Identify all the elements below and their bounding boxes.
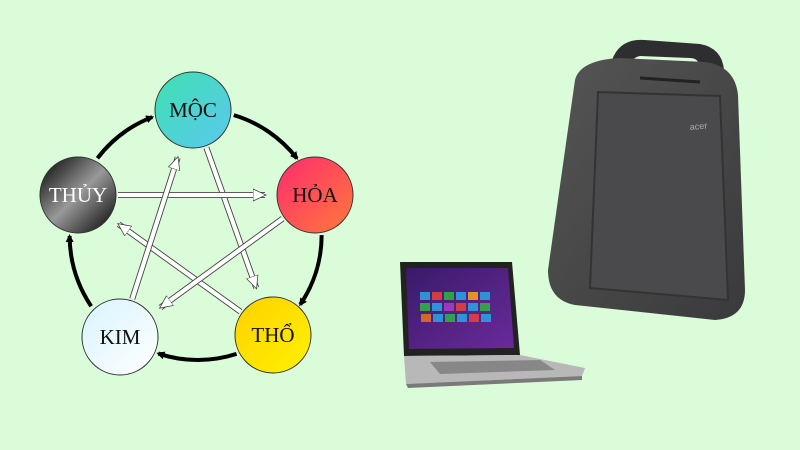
overcoming-arrow (119, 222, 242, 314)
svg-text:acer: acer (689, 121, 707, 132)
laptop-image (400, 262, 585, 388)
element-node-moc (154, 71, 232, 149)
generating-arrow (65, 234, 93, 308)
element-label-tho: THỔ (251, 323, 294, 347)
element-label-moc: MỘC (169, 98, 217, 122)
element-label-hoa: HỎA (292, 183, 338, 207)
element-nodes: MỘC HỎA THỔ KIM THỦY (39, 71, 354, 376)
generating-arrow (95, 115, 155, 160)
overcoming-arrow (130, 158, 177, 300)
overcoming-arrow (160, 216, 284, 310)
element-label-kim: KIM (100, 325, 141, 349)
generating-arrow (156, 351, 238, 362)
element-node-thuy (39, 156, 117, 234)
generating-arrow (233, 113, 299, 160)
element-node-kim (81, 298, 159, 376)
cycle-arrows (65, 113, 324, 362)
generating-arrow (298, 235, 324, 307)
element-label-thuy: THỦY (49, 183, 107, 207)
element-node-tho (234, 296, 312, 374)
backpack-image: acer (548, 39, 745, 320)
element-node-hoa (276, 156, 354, 234)
overcoming-arrow (204, 146, 256, 288)
